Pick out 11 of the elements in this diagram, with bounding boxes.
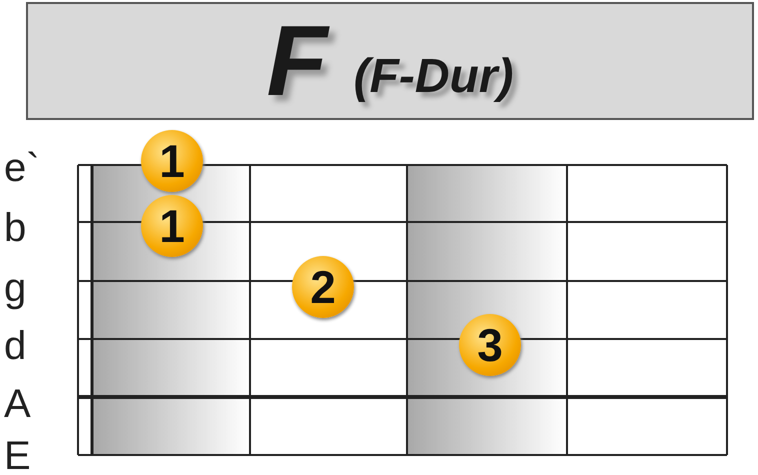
string-name: e`	[4, 148, 40, 188]
chord-name: F	[266, 4, 328, 118]
string-name: g	[4, 268, 26, 308]
chord-subtitle: (F-Dur)	[354, 48, 514, 104]
title-banner	[26, 2, 754, 120]
string-name: A	[4, 384, 31, 424]
finger-dot: 1	[141, 130, 203, 192]
finger-dot: 2	[292, 256, 354, 318]
string-name: b	[4, 208, 26, 248]
string-name: d	[4, 326, 26, 366]
string-name: E	[4, 436, 31, 475]
